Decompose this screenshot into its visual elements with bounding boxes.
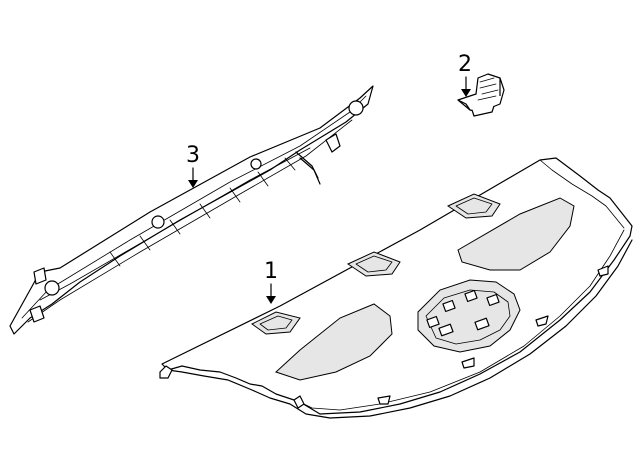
tray-pocket-3: [446, 193, 501, 219]
part-1-package-tray: [159, 157, 633, 419]
trim-boss-4: [348, 100, 364, 116]
tray-pocket-1: [251, 311, 301, 335]
tray-panel-right: [457, 197, 575, 271]
callout-1-arrow: [266, 296, 276, 304]
part-3-trim-panel: [9, 85, 374, 335]
callout-2: 2: [458, 52, 472, 97]
tray-pocket-2: [346, 251, 401, 277]
callout-3: 3: [186, 143, 200, 188]
callout-2-arrow: [461, 89, 471, 97]
callout-1: 1: [264, 259, 278, 304]
callout-3-arrow: [188, 180, 198, 188]
tray-panel-left: [275, 303, 393, 381]
part-2-clip: [457, 73, 505, 117]
trim-boss-2: [151, 215, 165, 229]
trim-boss-3: [250, 158, 262, 170]
callout-2-label: 2: [458, 52, 472, 77]
callout-3-label: 3: [186, 143, 200, 168]
callout-1-label: 1: [264, 259, 278, 284]
trim-boss-1: [44, 280, 60, 296]
